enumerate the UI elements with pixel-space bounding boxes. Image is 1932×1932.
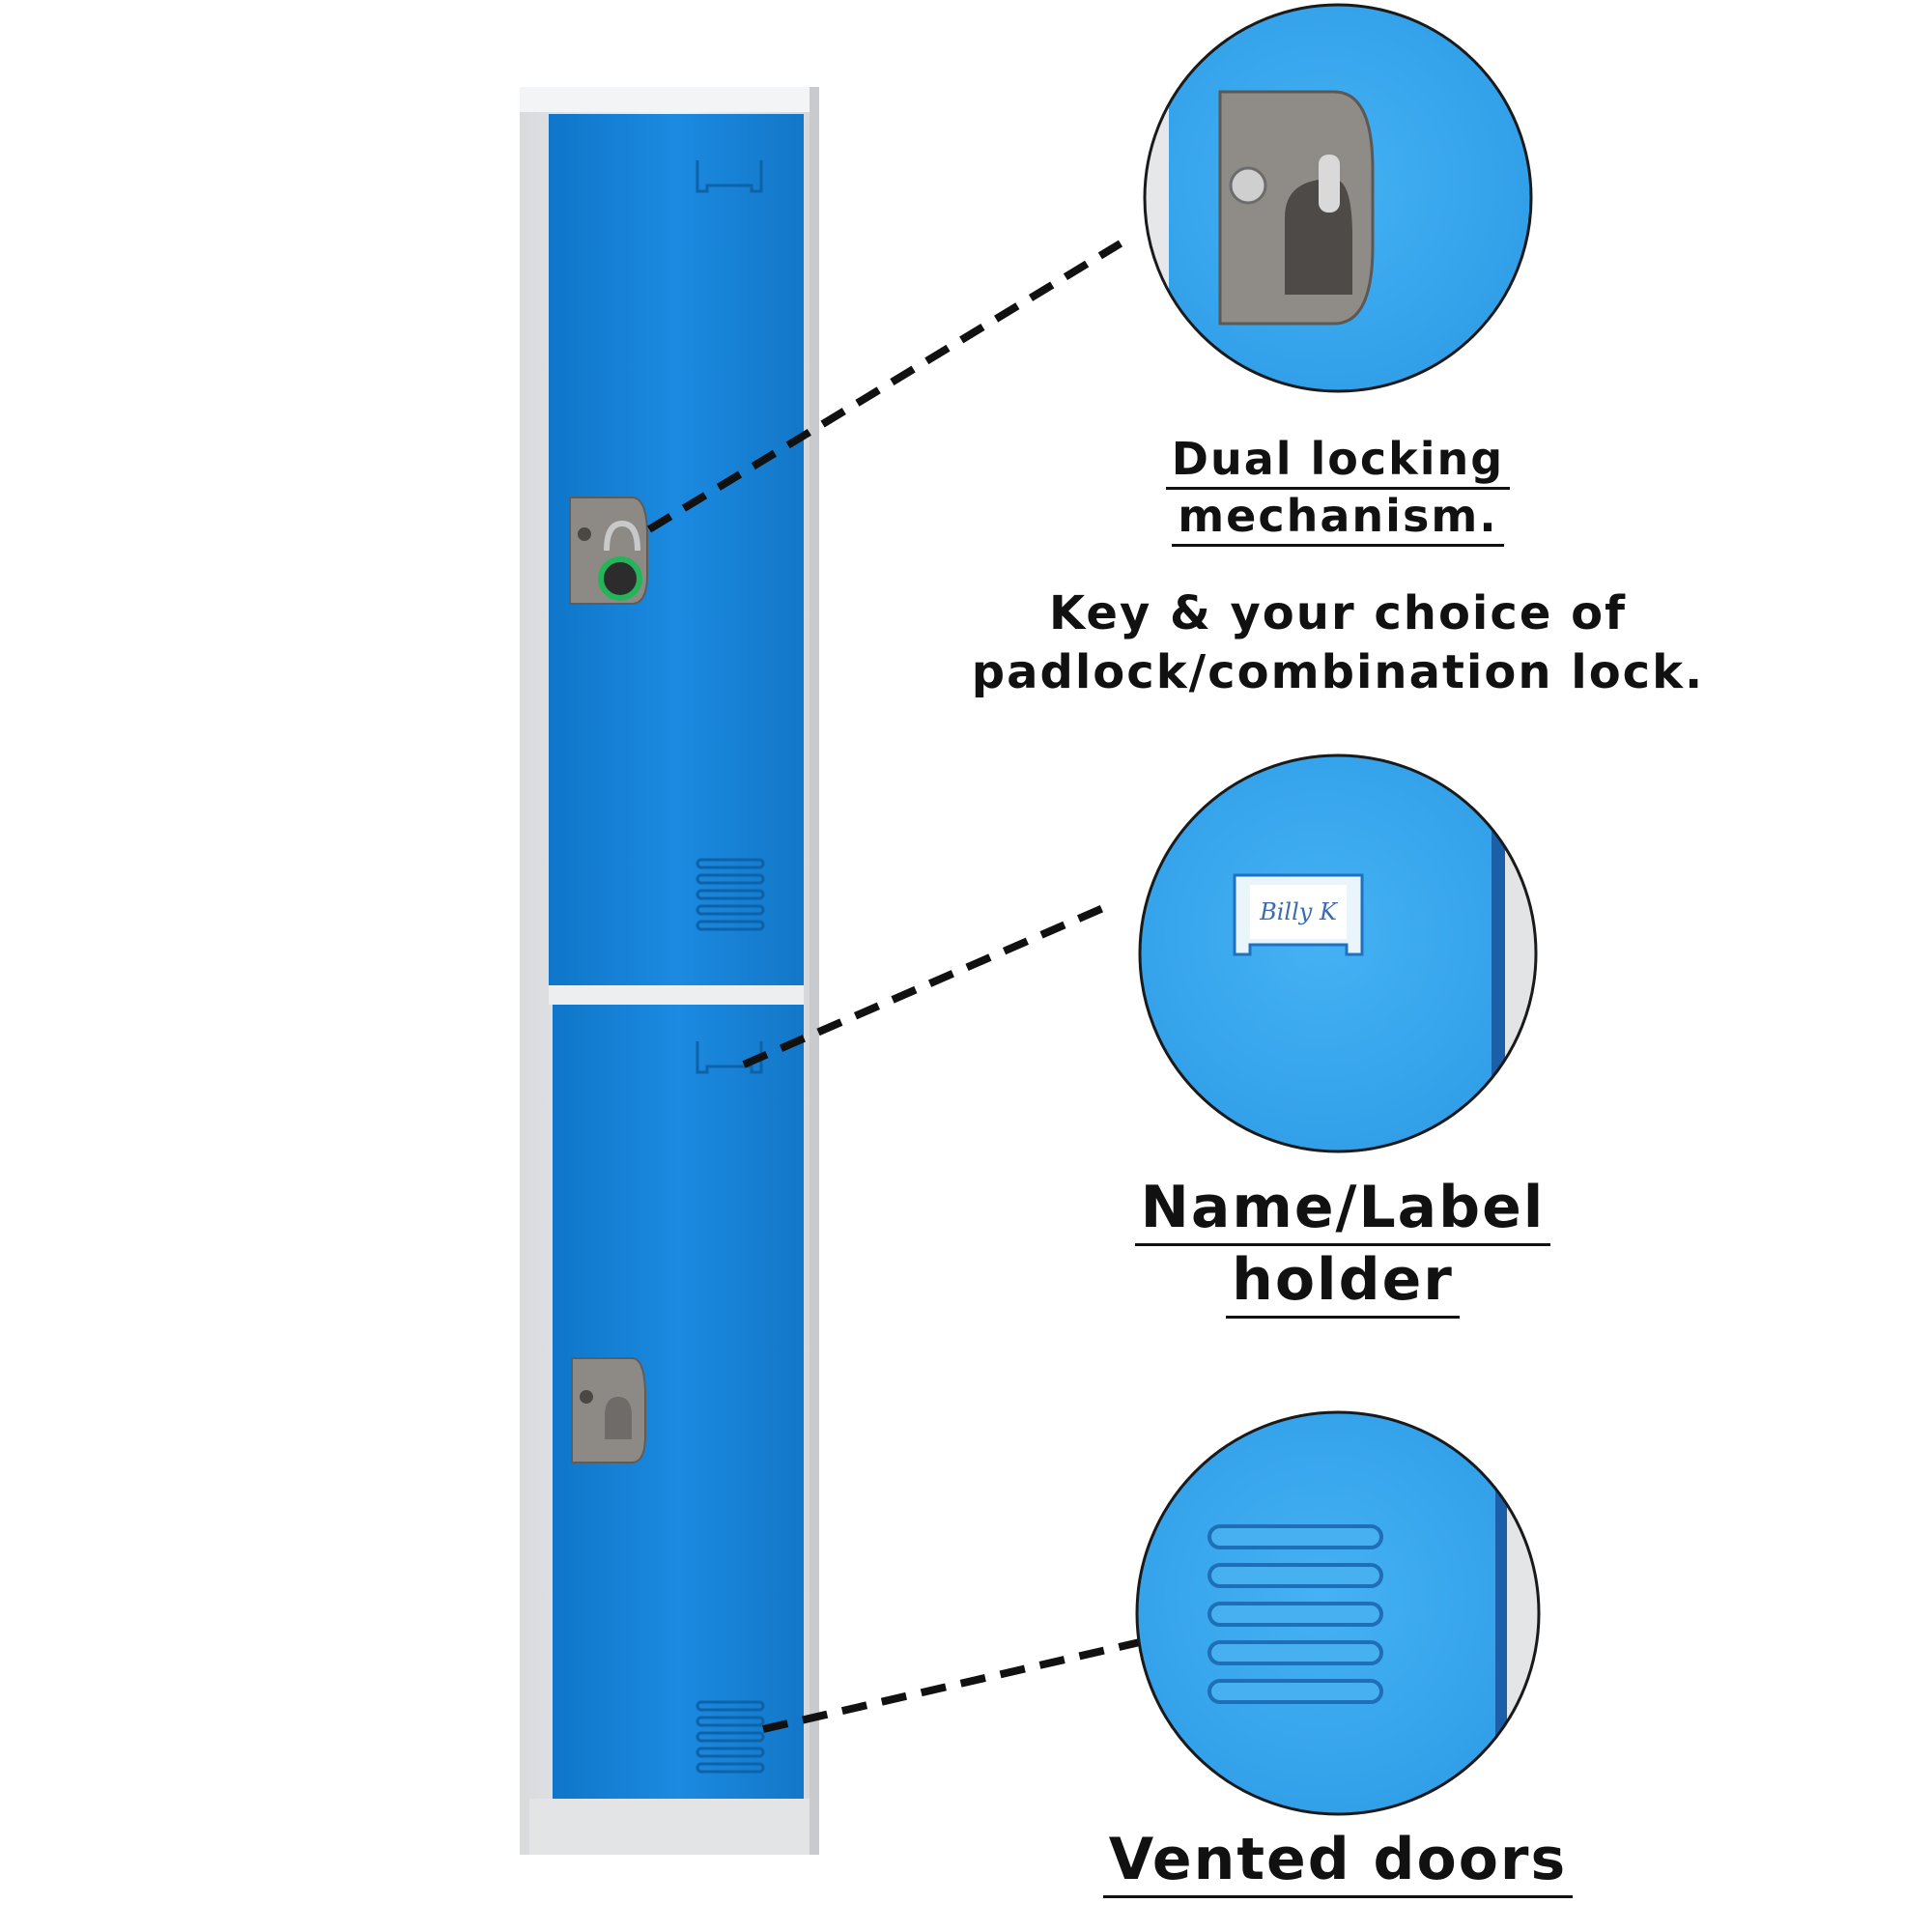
caption-dual-locking-line2: mechanism. [1172,490,1504,547]
keyhole-icon [578,527,591,541]
connector-lines [646,240,1141,1733]
zoom-vents [1135,1410,1541,1816]
door-divider [549,985,804,1005]
label-holder-icon [696,160,763,193]
keyhole-icon [580,1390,593,1404]
lower-door[interactable] [553,1005,804,1799]
upper-door[interactable] [549,114,804,985]
lower-vents [696,1700,765,1774]
caption-lock-detail-line2: padlock/combination lock. [971,645,1705,700]
connector-dual-lock [646,240,1123,533]
caption-dual-locking-line1: Dual locking [1165,434,1511,490]
combination-padlock-icon [598,556,642,601]
padlock-shackle-icon [1319,155,1340,213]
label-holder-icon [696,1041,763,1074]
locker-side-edge [810,87,819,1855]
caption-lock-detail: Key & your choice of padlock/combination… [927,584,1748,703]
connector-label-holder [742,904,1105,1068]
label-signature: Billy K [1259,898,1339,925]
caption-name-label-line2: holder [1226,1247,1460,1319]
latch-handle-icon [605,1397,632,1439]
keyhole-icon [1229,166,1267,205]
padlock-shackle-icon [604,520,640,552]
vent-slots [1208,1524,1383,1704]
caption-vented-doors-title: Vented doors [1102,1827,1574,1898]
locker-base [529,1799,810,1855]
locker-top-cap [520,87,819,112]
caption-name-label-line1: Name/Label [1134,1175,1551,1246]
connector-vents [762,1638,1141,1733]
caption-dual-locking: Dual locking mechanism. [1111,433,1565,547]
upper-lock[interactable] [569,497,648,605]
zoom-name-label: Billy K [1138,753,1538,1153]
zoom-dual-lock [1143,3,1533,393]
upper-vents [696,858,765,931]
locker [520,87,819,1855]
caption-lock-detail-line1: Key & your choice of [1049,586,1627,640]
caption-name-label: Name/Label holder [1063,1174,1623,1319]
caption-vented-doors: Vented doors [1034,1826,1642,1898]
lower-lock[interactable] [571,1357,646,1463]
